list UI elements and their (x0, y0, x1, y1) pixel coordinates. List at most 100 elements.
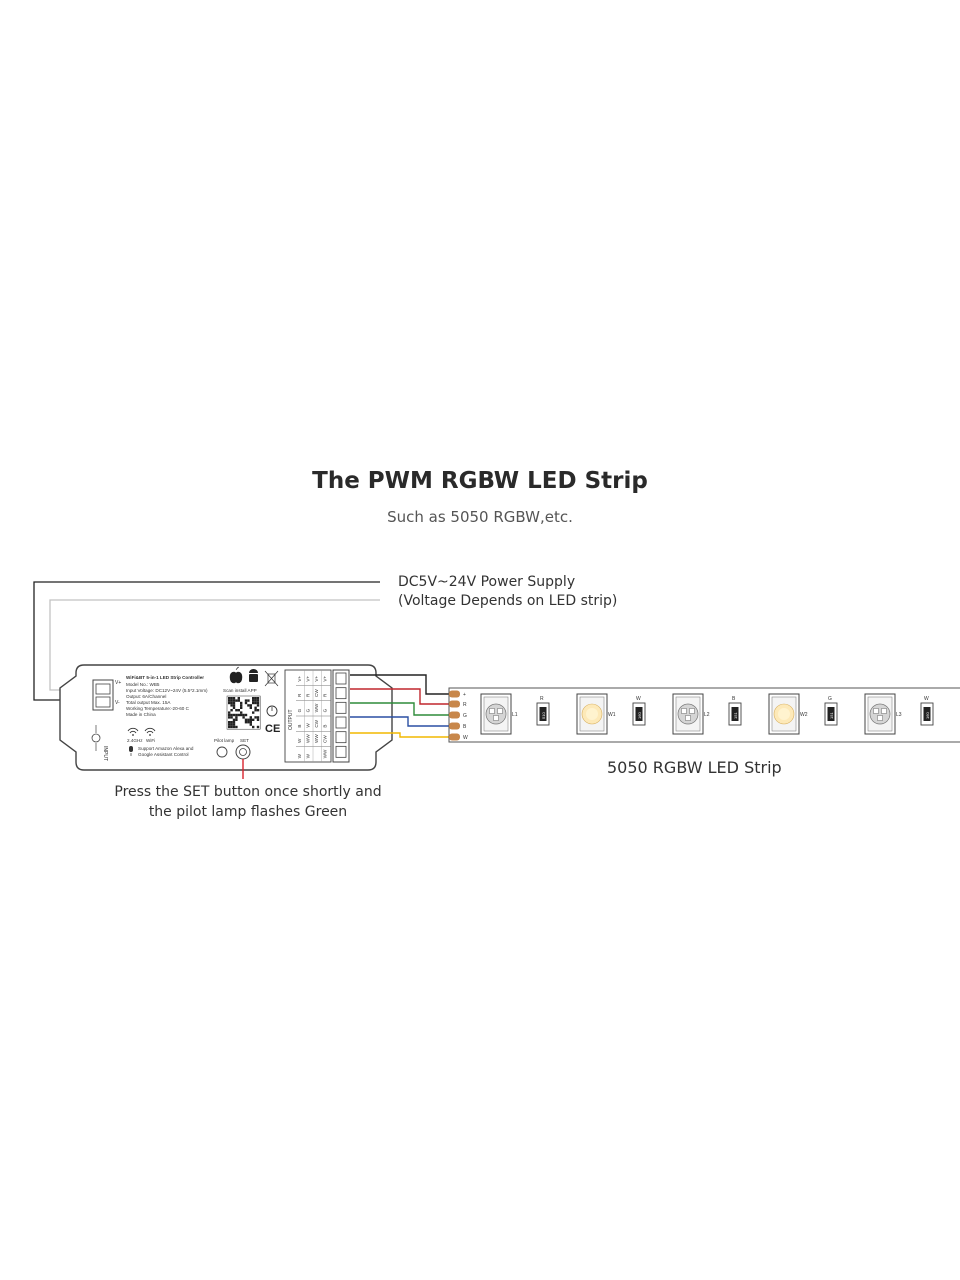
strip-pad (449, 733, 460, 741)
qr-module (247, 699, 250, 702)
qr-module (256, 718, 260, 721)
qr-module (232, 704, 236, 707)
qr-module (240, 701, 243, 705)
qr-module (242, 716, 245, 719)
output-terminal-screw-r (335, 687, 347, 700)
white-led-chip (586, 708, 598, 720)
output-table-cell: W (306, 723, 311, 728)
output-terminal-screw-b (335, 716, 347, 729)
qr-module (228, 725, 231, 729)
wire-red (350, 688, 452, 705)
qr-module (240, 706, 243, 709)
resistor-body (539, 707, 547, 721)
output-table-cell: R (323, 693, 328, 697)
ce-mark: CE (265, 723, 280, 735)
strip-pad-label: B (463, 724, 467, 730)
output-table-cell: G (323, 708, 328, 712)
qr-module (256, 704, 260, 707)
qr-module (244, 721, 248, 724)
strip-label: 5050 RGBW LED Strip (607, 758, 782, 777)
output-table-cell: V+ (297, 676, 302, 682)
qr-module (237, 697, 240, 700)
dc-jack-icon (91, 733, 101, 743)
qr-module (232, 706, 236, 709)
wire-green (350, 702, 452, 716)
android-icon (249, 669, 258, 682)
white-led-chip (778, 708, 790, 720)
v-minus-label: V- (115, 700, 120, 706)
rgb-led-lens (869, 703, 891, 725)
set-note-line1: Press the SET button once shortly and (114, 784, 382, 800)
controller-input-voltage: Input Voltage: DC12V~24V (5.5*2.1mm) (126, 688, 208, 693)
rgb-led-die (681, 708, 687, 714)
weee-bin-icon (264, 670, 279, 687)
qr-module (240, 704, 243, 707)
resistor-value: 160 (925, 712, 930, 719)
output-table-cell: W (306, 753, 311, 758)
qr-module (254, 701, 257, 705)
resistor-letter: B (732, 696, 736, 702)
set-note-line2: the pilot lamp flashes Green (148, 804, 348, 820)
qr-module (228, 699, 231, 702)
qr-module (232, 725, 236, 729)
qr-code (226, 695, 261, 730)
qr-module (237, 709, 240, 712)
qr-module (235, 699, 238, 702)
qr-module (228, 721, 231, 724)
qr-module (252, 725, 255, 729)
qr-module (249, 721, 252, 724)
resistor-body (635, 707, 643, 721)
pilot-lamp-label: Pilot lamp (214, 738, 235, 743)
qr-module (254, 699, 257, 702)
input-label: INPUT (102, 746, 108, 761)
qr-module (237, 699, 240, 702)
qr-module (230, 713, 233, 717)
controller: V+ V- INPUT WiFi&BT 5-in-1 LED Strip Con… (59, 664, 393, 771)
qr-module (228, 713, 231, 717)
microphone-icon (129, 746, 133, 756)
output-terminal-screw-g (335, 701, 347, 714)
qr-module (235, 709, 238, 712)
pilot-lamp (216, 746, 228, 758)
qr-module (244, 701, 248, 705)
qr-module (232, 713, 236, 717)
qr-module (244, 713, 248, 717)
qr-module (232, 699, 236, 702)
qr-module (256, 725, 260, 729)
qr-module (256, 716, 260, 719)
strip-pad (449, 690, 460, 698)
qr-module (254, 709, 257, 712)
output-table-cell: W (297, 753, 302, 758)
strip-pad (449, 711, 460, 719)
qr-module (256, 701, 260, 705)
output-table-cell: V+ (306, 676, 311, 682)
qr-module (240, 711, 243, 714)
controller-output: Output: 6A/Channel (126, 694, 166, 699)
resistor-letter: R (540, 696, 544, 702)
wifi-24ghz-label: 2.4GHz (127, 738, 143, 743)
qr-module (232, 697, 236, 700)
v-plus-label: V+ (115, 680, 121, 686)
qr-module (230, 701, 233, 705)
strip-pad-label: R (463, 702, 467, 708)
wire-white (350, 732, 452, 738)
qr-module (235, 725, 238, 729)
qr-module (249, 704, 252, 707)
output-table-cell: V+ (314, 676, 319, 682)
led-label: L1 (512, 712, 518, 718)
qr-module (252, 701, 255, 705)
wifi-label: WiFi (146, 738, 155, 743)
qr-module (254, 706, 257, 709)
voice-line2: Google Assistant Control (138, 752, 189, 757)
rgb-led-die (489, 708, 495, 714)
qr-module (242, 713, 245, 717)
input-terminal-screw-2 (95, 696, 111, 708)
qr-module (244, 718, 248, 721)
qr-module (256, 709, 260, 712)
scan-label: Scan install APP (223, 688, 257, 693)
output-table-cell: V+ (323, 676, 328, 682)
rgb-led-die (877, 715, 883, 721)
output-table-cell: G (306, 708, 311, 712)
